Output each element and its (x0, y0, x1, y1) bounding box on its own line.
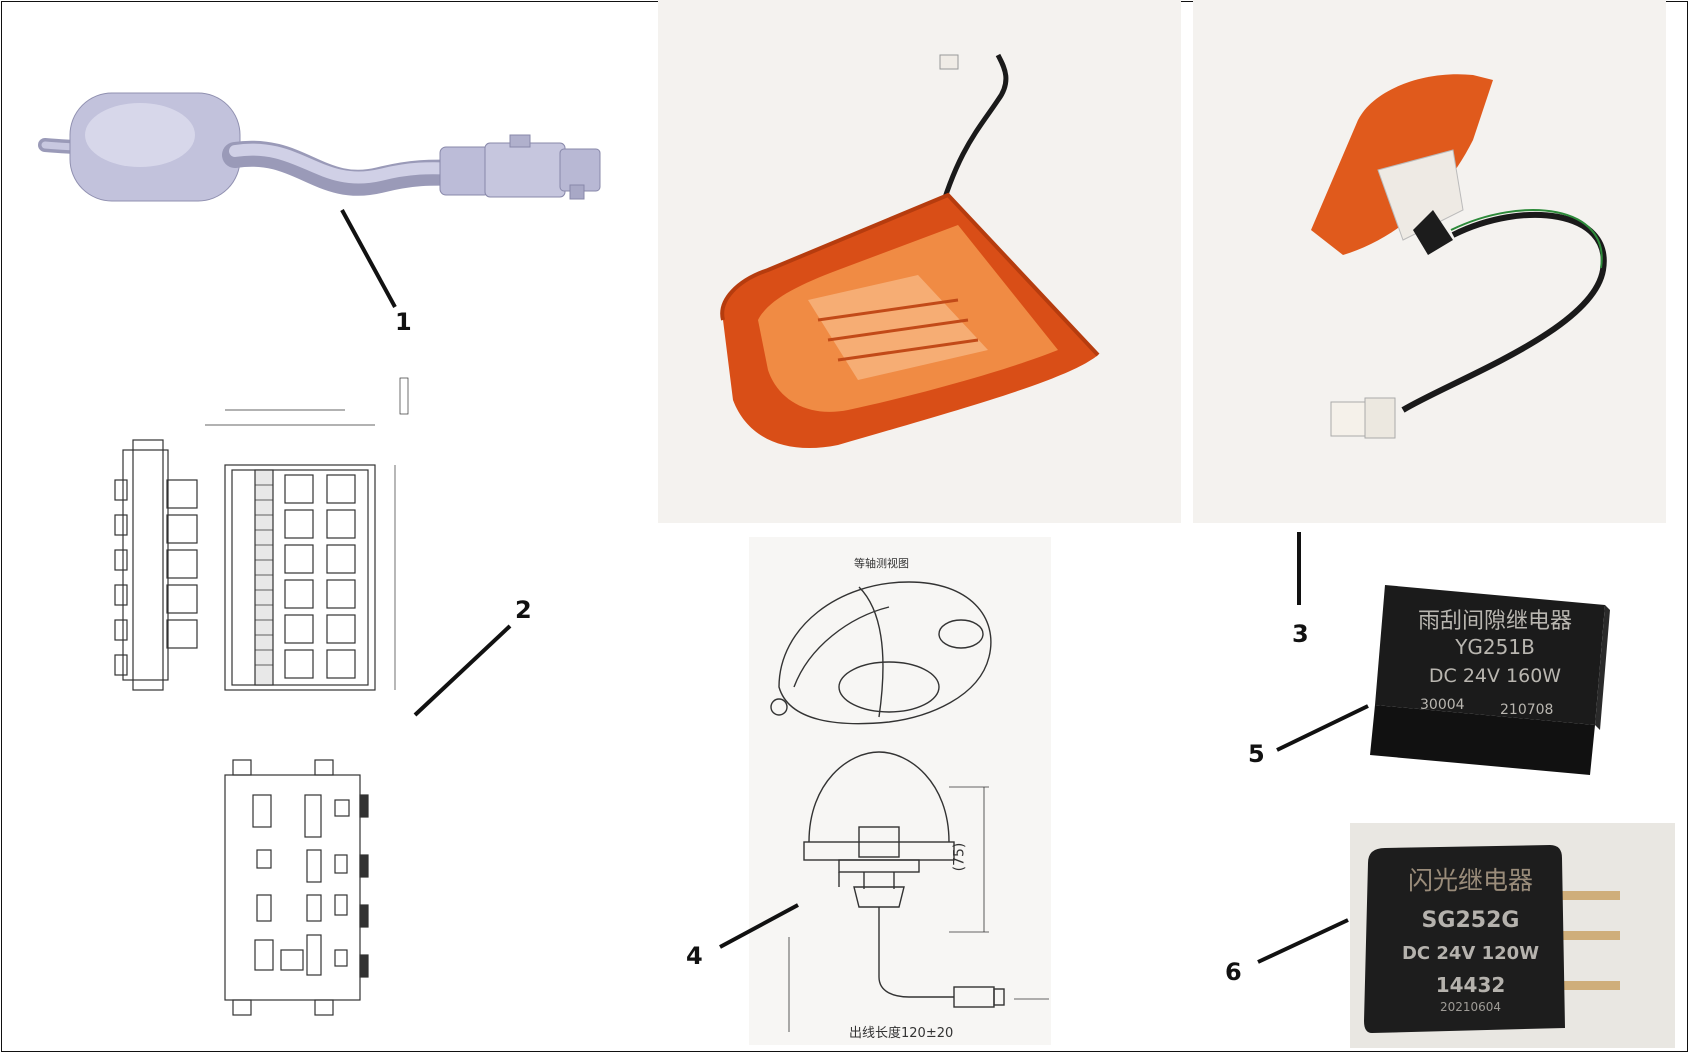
relay5-code-a: 30004 (1420, 697, 1465, 713)
part-4-lamp-drawing: 等轴测视图 (75) 出线长度120±20 (749, 537, 1051, 1045)
part-6-relay-photo: 闪光继电器 SG252G DC 24V 120W 14432 20210604 (1350, 823, 1675, 1048)
callout-5: 5 (1248, 740, 1265, 768)
callout-2: 2 (515, 596, 532, 624)
callout-1: 1 (395, 308, 412, 336)
part-2-fusebox-drawing-top (105, 370, 425, 710)
relay5-rating: DC 24V 160W (1428, 665, 1562, 687)
part-1-cable-render (38, 85, 601, 225)
part-3-lamp-photo-front (658, 0, 1181, 523)
relay6-rating: DC 24V 120W (1401, 943, 1540, 964)
callout-4: 4 (686, 942, 703, 970)
relay5-model: YG251B (1455, 635, 1535, 659)
callout-3: 3 (1292, 620, 1309, 648)
relay5-name: 雨刮间隙继电器 (1417, 609, 1572, 634)
isometric-view-title: 等轴测视图 (854, 557, 909, 570)
cable-length-note: 出线长度120±20 (849, 1026, 954, 1041)
relay5-code-b: 210708 (1500, 702, 1554, 718)
relay6-model: SG252G (1421, 908, 1520, 933)
relay6-code: 14432 (1435, 973, 1506, 997)
part-2-fusebox-drawing-bottom (215, 755, 385, 1016)
relay6-name: 闪光继电器 (1407, 866, 1533, 895)
relay6-date: 20210604 (1439, 1000, 1502, 1014)
callout-6: 6 (1225, 958, 1242, 986)
part-5-relay-photo: 雨刮间隙继电器 YG251B DC 24V 160W 30004 210708 (1370, 575, 1620, 780)
part-3-lamp-photo-rear (1193, 0, 1666, 523)
